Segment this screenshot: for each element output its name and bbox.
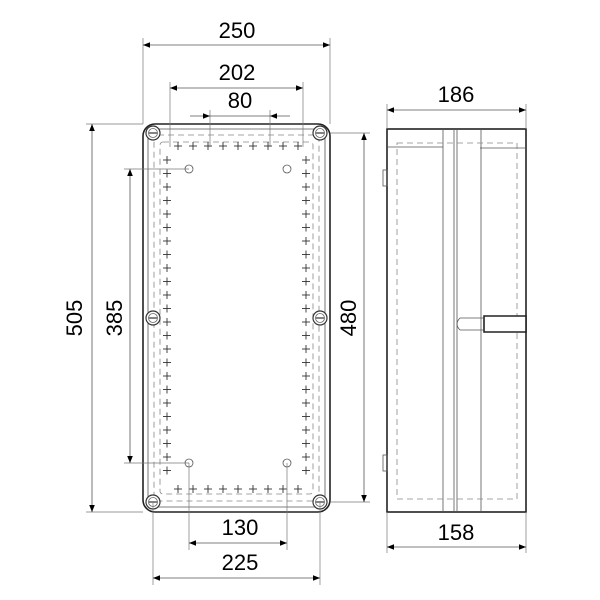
dim-top-spacing: 80 (228, 88, 252, 113)
grid-cross (302, 439, 310, 448)
screw-icon (312, 310, 328, 326)
grid-cross (279, 142, 287, 150)
mounting-grid-crosses (163, 142, 310, 493)
grid-cross (302, 331, 310, 340)
grid-cross (302, 237, 310, 245)
screw-icon (145, 125, 161, 141)
grid-cross (302, 318, 310, 326)
grid-cross (302, 304, 310, 313)
grid-cross (163, 223, 171, 232)
grid-cross (163, 156, 171, 164)
grid-cross (234, 485, 242, 493)
dim-bottom-width: 225 (222, 550, 259, 575)
dim-inner-height: 480 (336, 300, 361, 337)
grid-cross (302, 156, 310, 164)
side-view (382, 128, 527, 513)
dim-body-depth: 158 (438, 520, 475, 545)
dim-overall-height: 505 (62, 300, 87, 337)
grid-cross (302, 453, 310, 461)
grid-cross (302, 358, 310, 367)
grid-cross (174, 485, 182, 493)
grid-cross (302, 264, 310, 272)
enclosure-side-outline (386, 128, 527, 513)
grid-cross (219, 142, 227, 150)
grid-cross (302, 345, 310, 353)
grid-cross (234, 142, 242, 150)
hinge-latch (483, 315, 527, 333)
dim-mount-height: 385 (102, 300, 127, 337)
dimension-lines (86, 38, 527, 585)
screw-icon (312, 125, 328, 141)
grid-cross (163, 196, 171, 205)
grid-cross (189, 485, 197, 493)
dim-overall-depth: 186 (438, 82, 475, 107)
front-view (142, 123, 331, 513)
grid-cross (163, 277, 171, 286)
grid-cross (302, 466, 310, 475)
grid-cross (163, 372, 171, 380)
side-inner-dashed (396, 142, 518, 500)
grid-cross (189, 142, 197, 150)
grid-cross (174, 142, 182, 150)
grid-cross (264, 485, 272, 493)
grid-cross (163, 210, 171, 218)
grid-cross (163, 304, 171, 313)
grid-cross (163, 399, 171, 407)
screw-icon (145, 310, 161, 326)
grid-cross (219, 485, 227, 493)
grid-cross (163, 385, 171, 394)
side-clip-bottom (382, 454, 388, 472)
grid-cross (302, 183, 310, 191)
grid-cross (302, 291, 310, 299)
grid-cross (302, 223, 310, 232)
side-clip-top (382, 169, 388, 187)
grid-cross (204, 142, 212, 150)
grid-cross (302, 250, 310, 259)
dim-bottom-spacing: 130 (222, 515, 259, 540)
grid-cross (294, 142, 302, 150)
grid-cross (163, 291, 171, 299)
grid-cross (163, 318, 171, 326)
grid-cross (163, 331, 171, 340)
grid-cross (163, 169, 171, 178)
grid-cross (302, 412, 310, 421)
grid-cross (163, 426, 171, 434)
grid-cross (302, 385, 310, 394)
grid-cross (302, 169, 310, 178)
grid-cross (294, 485, 302, 493)
grid-cross (163, 264, 171, 272)
grid-cross (204, 485, 212, 493)
grid-cross (163, 453, 171, 461)
grid-cross (249, 485, 257, 493)
grid-cross (279, 485, 287, 493)
grid-cross (302, 196, 310, 205)
dimension-labels: 250 202 80 505 385 480 130 225 186 158 (62, 18, 474, 575)
grid-cross (302, 372, 310, 380)
grid-cross (264, 142, 272, 150)
grid-cross (163, 466, 171, 475)
grid-cross (302, 277, 310, 286)
hinge-pin (456, 317, 484, 331)
grid-cross (163, 358, 171, 367)
grid-cross (163, 345, 171, 353)
grid-cross (249, 142, 257, 150)
enclosure-front-outline (142, 123, 331, 513)
grid-cross (302, 426, 310, 434)
grid-cross (302, 399, 310, 407)
dim-overall-width: 250 (219, 18, 256, 43)
grid-cross (302, 210, 310, 218)
grid-cross (163, 412, 171, 421)
grid-cross (163, 250, 171, 259)
grid-cross (163, 439, 171, 448)
dim-mount-width: 202 (219, 60, 256, 85)
grid-cross (163, 237, 171, 245)
grid-cross (163, 183, 171, 191)
